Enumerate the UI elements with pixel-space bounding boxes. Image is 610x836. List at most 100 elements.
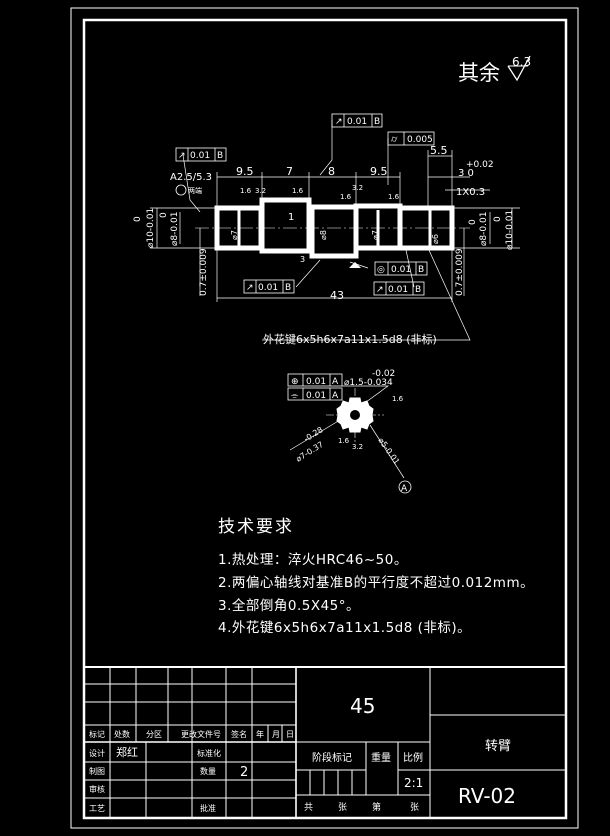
dim-5-5: 5.5	[430, 144, 448, 157]
left-dia-10: ⌀10-0.01	[146, 208, 156, 248]
rough-f1: 3.2	[255, 187, 266, 195]
dim-8: 8	[328, 165, 335, 178]
roughness-symbol	[507, 55, 531, 82]
svg-text:⌯: ⌯	[291, 391, 299, 401]
roughness-prefix: 其余	[458, 61, 500, 85]
dim-9-5-left: 9.5	[236, 165, 254, 178]
label-design: 设计	[89, 748, 105, 758]
rough-f3: 1.6	[292, 187, 304, 195]
dim-7: 7	[286, 165, 293, 178]
gdt-frame-bot-right: ↗ 0.01 B	[373, 281, 425, 296]
svg-text:↗: ↗	[376, 285, 384, 295]
right-dims: ⌀6 0 ⌀8-0.01 0 ⌀10-0.01 0.7±0.009	[431, 210, 515, 296]
shaft-main-view	[150, 120, 520, 341]
drawing-number: RV-02	[458, 784, 516, 808]
section-r1: 1.6	[338, 437, 350, 445]
label-scale: 比例	[403, 751, 423, 764]
rough-f4: 1.6	[340, 193, 352, 201]
svg-text:↗: ↗	[178, 151, 186, 161]
center-mark: 1	[288, 212, 294, 223]
label-draw: 制图	[89, 766, 105, 776]
section-dia-left: ⌀7-0.37	[294, 440, 325, 464]
note-both-ends: 两端	[188, 186, 202, 195]
header-sign: 签名	[231, 729, 247, 739]
left-ecc: 0.7±0.009	[199, 248, 209, 296]
designer-name: 郑红	[116, 745, 138, 759]
roughness-value: 6.3	[512, 55, 531, 69]
tech-line-1: 1.热处理：淬火HRC46~50。	[218, 552, 408, 568]
header-day: 日	[286, 730, 294, 739]
header-mark: 标记	[89, 729, 105, 739]
material: 45	[350, 694, 375, 718]
svg-text:0.01: 0.01	[306, 377, 326, 387]
svg-text:↗: ↗	[335, 117, 343, 127]
section-r2: 3.2	[352, 443, 363, 451]
svg-text:0.01: 0.01	[190, 151, 210, 161]
left-tol-0a: 0	[133, 216, 143, 222]
dia-7-a: ⌀7	[230, 230, 239, 240]
bot-mark: 3	[300, 255, 305, 264]
label-page-sheet: 张	[410, 802, 419, 813]
label-std: 标准化	[197, 748, 221, 758]
header-zone: 分区	[146, 730, 162, 739]
svg-text:0.005: 0.005	[407, 135, 433, 145]
gdt-frame-left: ↗ 0.01 B	[175, 147, 227, 162]
right-ecc: 0.7±0.009	[455, 248, 465, 296]
qty-value: 2	[240, 765, 248, 780]
label-craft: 工艺	[89, 804, 105, 813]
tech-requirements-title: 技术要求	[218, 517, 294, 537]
label-total: 共	[304, 802, 313, 813]
scale-value: 2:1	[404, 776, 423, 790]
right-tol-0b: 0	[493, 216, 503, 222]
rough-f2: 1.6	[240, 187, 252, 195]
svg-text:⊕: ⊕	[291, 377, 299, 387]
right-dia-6: ⌀6	[431, 234, 440, 244]
title-block-lines	[83, 666, 567, 819]
section-dia-left-tol: -0.28	[302, 425, 324, 444]
right-dia-10: ⌀10-0.01	[505, 210, 515, 250]
left-dia-8: ⌀8-0.01	[170, 212, 180, 246]
inner-frame	[82, 18, 568, 820]
gdt-frame-top2: ⌭ 0.005	[387, 131, 435, 146]
svg-text:0.01: 0.01	[306, 391, 326, 401]
label-approve: 批准	[200, 803, 216, 813]
svg-text:B: B	[374, 117, 380, 127]
label-qty: 数量	[200, 766, 216, 776]
left-dims: 0 ⌀10-0.01 0 ⌀8-0.01 0.7±0.009 ⌀7 ⌀8 ⌀7	[133, 208, 380, 296]
tol-plus: +0.02	[466, 160, 494, 170]
right-tol-0a: 0	[468, 219, 478, 225]
dia-8-mid: ⌀8	[319, 230, 328, 240]
chamfer-dim: 1X0.3	[456, 187, 485, 198]
header-year: 年	[256, 729, 264, 739]
rough-f5: 3.2	[352, 184, 363, 192]
rough-f6: 1.6	[388, 193, 400, 201]
section-gdt2: ⌯ 0.01 A	[287, 387, 343, 401]
section-datum: A	[401, 484, 408, 494]
svg-text:0.01: 0.01	[388, 285, 408, 295]
section-gdt1: ⊕ 0.01 A	[287, 373, 343, 387]
label-check: 审核	[89, 784, 105, 794]
section-dia-top: ⌀1.5-0.034	[344, 378, 393, 388]
spline-section-view	[289, 385, 412, 494]
part-name: 转臂	[485, 739, 511, 754]
svg-text:↗: ↗	[246, 283, 254, 293]
svg-text:B: B	[415, 285, 421, 295]
svg-text:0.01: 0.01	[258, 283, 278, 293]
label-sheet: 张	[338, 802, 347, 813]
svg-text:0.01: 0.01	[391, 265, 411, 275]
svg-text:⌭: ⌭	[391, 135, 398, 145]
gdt-frame-bot-left: ↗ 0.01 B	[243, 279, 295, 294]
tol-base: 3 0	[458, 168, 474, 179]
gdt-frame-top1: ↗ 0.01 B	[331, 113, 383, 128]
header-file: 更改文件号	[181, 729, 221, 739]
label-weight: 重量	[371, 751, 391, 764]
label-page: 第	[372, 801, 381, 813]
dim-9-5-right: 9.5	[370, 165, 388, 178]
tech-line-3: 3.全部倒角0.5X45°。	[218, 598, 361, 614]
label-stage: 阶段标记	[312, 751, 352, 764]
header-month: 月	[272, 730, 280, 739]
outer-frame	[70, 7, 579, 829]
tech-line-2: 2.两偏心轴线对基准B的平行度不超过0.012mm。	[218, 575, 535, 591]
svg-text:B: B	[285, 283, 291, 293]
